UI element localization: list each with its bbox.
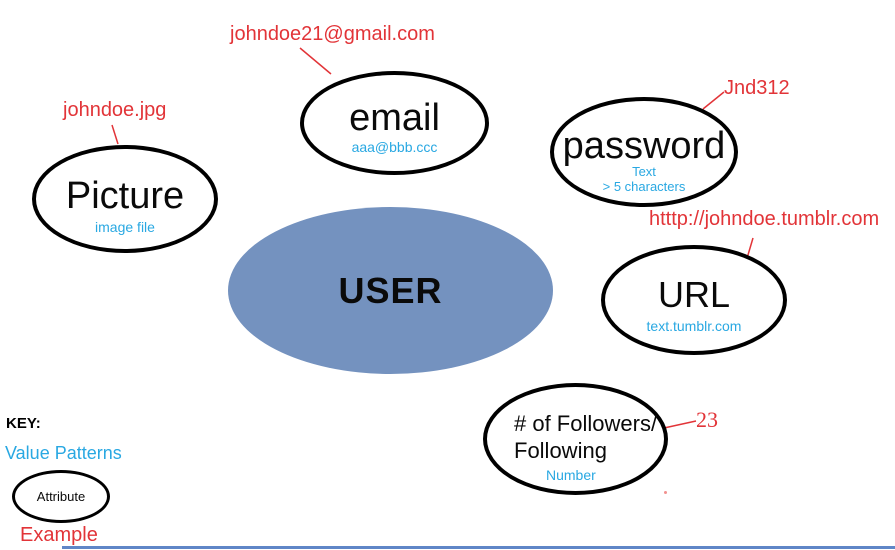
key-attribute-ellipse: Attribute [12,470,110,523]
example-url: htttp://johndoe.tumblr.com [649,208,880,230]
attribute-picture-label: Picture [65,174,185,217]
attribute-url-pattern: text.tumblr.com [646,318,742,335]
attribute-password-pattern-line1: Text [632,164,656,180]
attribute-followers-pattern: Number [546,467,596,484]
attribute-url-label: URL [657,274,730,316]
key-value-patterns-label: Value Patterns [5,443,122,463]
attribute-followers-label-line1: # of Followers/ [514,411,658,437]
example-followers: 23 [696,407,718,432]
bottom-blue-line [62,546,895,549]
key-attribute-label: Attribute [36,489,86,504]
attribute-password-content: password Text > 5 characters [563,127,726,195]
attribute-followers-ellipse: # of Followers/ Following Number [483,383,668,495]
example-picture: johndoe.jpg [63,99,167,121]
attribute-password-ellipse: password Text > 5 characters [550,97,738,207]
attribute-password-pattern-line2: > 5 characters [602,179,686,194]
attribute-password-label: password [562,125,726,168]
connector-picture-example [111,124,119,145]
connector-password-example [702,91,725,110]
attribute-email-ellipse: email aaa@bbb.ccc [300,71,489,175]
key-example-label: Example [20,524,98,546]
attribute-followers-label-line2: Following [514,438,607,464]
entity-user-label: USER [338,269,443,311]
stray-red-dot [664,491,667,494]
attribute-picture-pattern: image file [95,218,155,235]
attribute-email-pattern: aaa@bbb.ccc [351,138,438,155]
attribute-url-ellipse: URL text.tumblr.com [601,245,787,355]
entity-user-ellipse: USER [228,207,553,374]
attribute-picture-ellipse: Picture image file [32,145,218,253]
example-email: johndoe21@gmail.com [230,23,435,45]
attribute-url-content: URL text.tumblr.com [646,274,742,335]
connector-email-example [299,47,332,75]
example-password: Jnd312 [724,77,790,99]
attribute-picture-content: Picture image file [66,177,184,235]
attribute-email-label: email [349,96,440,139]
attribute-email-content: email aaa@bbb.ccc [349,99,440,155]
attribute-followers-content: # of Followers/ Following Number [487,410,664,483]
key-heading: KEY: [6,415,41,432]
connector-followers-example [663,420,697,429]
